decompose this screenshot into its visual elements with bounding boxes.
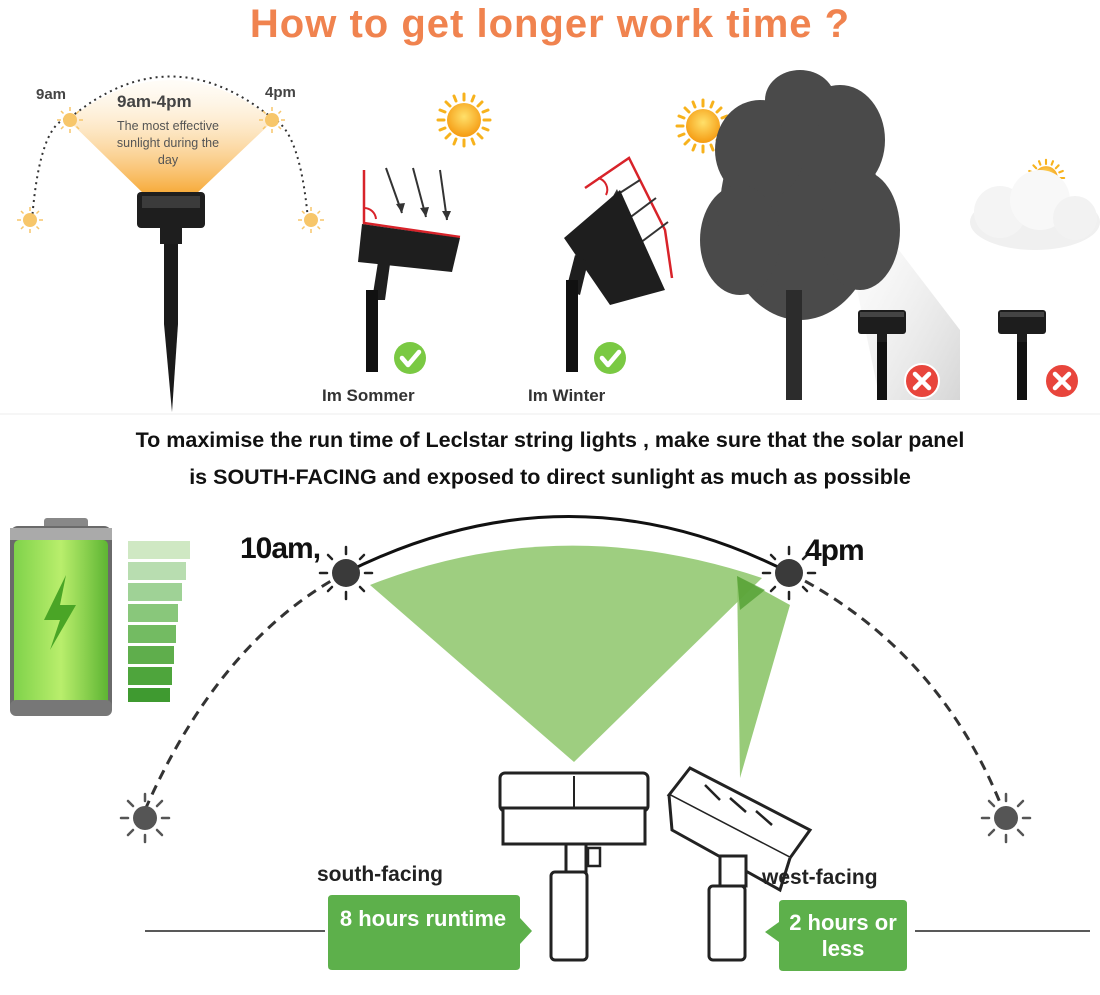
south-runtime-bubble (328, 895, 532, 970)
west-runtime-text: 2 hours or less (789, 910, 897, 961)
solar-light-icon (666, 766, 813, 962)
south-runtime-text: 8 hours runtime (339, 906, 507, 931)
check-icon (394, 342, 426, 374)
effective-range-label: 9am-4pm (117, 92, 192, 111)
west-facing-label: west-facing (762, 866, 878, 889)
end-time-label: 4pm (805, 534, 865, 567)
cross-icon (1045, 364, 1079, 398)
winter-angle-diagram (564, 156, 674, 374)
page-title: How to get longer work time ? (249, 2, 851, 46)
cross-icon (905, 364, 939, 398)
check-icon (594, 342, 626, 374)
bolt-icon (44, 575, 76, 650)
solar-light-icon (564, 190, 665, 372)
charge-level-bars (128, 541, 190, 702)
sun-icon (318, 545, 374, 601)
sun-icon (980, 792, 1032, 844)
start-time-label: 10am, (240, 532, 321, 565)
cloud-example (970, 158, 1100, 400)
summer-caption: Im Sommer (322, 386, 415, 405)
sun-icon (436, 92, 492, 148)
sun-icon (16, 206, 44, 234)
south-facing-label: south-facing (317, 863, 443, 886)
west-runtime-bubble (765, 900, 907, 971)
solar-light-icon (358, 224, 460, 372)
solar-light-icon (137, 192, 205, 412)
sun-path-diagram (16, 75, 325, 412)
tree-icon (700, 70, 900, 400)
winter-caption: Im Winter (528, 386, 606, 405)
daylight-arc (143, 515, 1005, 811)
start-time-label: 9am (36, 86, 67, 103)
solar-light-icon (998, 310, 1046, 400)
summer-angle-diagram (358, 92, 492, 374)
battery-icon (10, 518, 112, 716)
cloud-icon (970, 170, 1100, 250)
instruction-line-1: To maximise the run time of Leclstar str… (135, 428, 965, 452)
sun-icon (297, 206, 325, 234)
effective-sunlight-note: The most effective sunlight during the d… (116, 119, 220, 167)
south-sunlight-cone (370, 545, 762, 762)
end-time-label: 4pm (265, 84, 296, 101)
west-sunlight-cone (737, 576, 790, 778)
solar-light-icon (498, 771, 650, 962)
tree-shade-example (675, 70, 960, 400)
instruction-line-2: is SOUTH-FACING and exposed to direct su… (189, 465, 911, 489)
sunlight-cone (68, 80, 274, 195)
sun-icon (119, 792, 171, 844)
